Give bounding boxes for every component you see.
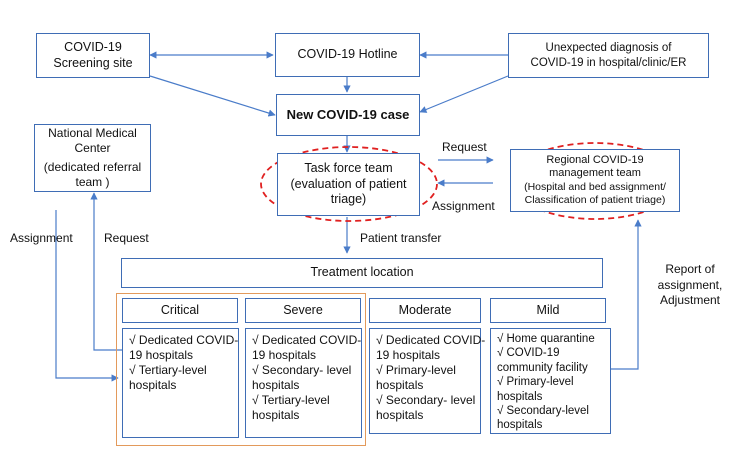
- mild-item: √ Home quarantine: [497, 333, 595, 345]
- new-case-box: New COVID-19 case: [276, 94, 420, 136]
- critical-item: √ Tertiary-level: [129, 363, 207, 377]
- patient-transfer-label: Patient transfer: [360, 231, 442, 245]
- critical-item: √ Dedicated COVID-: [129, 333, 239, 347]
- moderate-item: hospitals: [376, 378, 424, 392]
- severe-item: √ Secondary- level: [252, 363, 352, 377]
- regional-management-box: Regional COVID-19 management team (Hospi…: [510, 149, 680, 212]
- taskforce-line-3: triage): [330, 192, 367, 207]
- taskforce-line-1: Task force team: [304, 161, 393, 176]
- severe-item: hospitals: [252, 408, 300, 422]
- regional-line-1: Regional COVID-19: [546, 153, 644, 166]
- mild-item: √ Primary-level: [497, 376, 574, 389]
- mild-header: Mild: [490, 298, 606, 323]
- mild-label: Mild: [536, 302, 560, 317]
- arrow-report-regional: [611, 219, 642, 370]
- severe-item: √ Tertiary-level: [252, 393, 330, 407]
- taskforce-highlight-ellipse: [260, 146, 438, 222]
- moderate-item: √ Secondary- level: [376, 393, 476, 407]
- regional-line-4: Classification of patient triage): [524, 194, 666, 207]
- severe-details-box: √ Dedicated COVID- 19 hospitals √ Second…: [245, 328, 362, 438]
- report-line-3: Adjustment: [659, 293, 721, 308]
- hotline-box: COVID-19 Hotline: [275, 33, 420, 77]
- mild-item: community facility: [497, 361, 588, 374]
- moderate-header: Moderate: [369, 298, 481, 323]
- arrow-screening-newcase: [149, 75, 276, 117]
- report-line-1: Report of: [665, 262, 715, 276]
- critical-header: Critical: [122, 298, 238, 323]
- severe-label: Severe: [283, 302, 323, 317]
- mild-details-box: √ Home quarantine √ COVID-19 community f…: [490, 328, 611, 434]
- report-line-2: assignment,: [657, 277, 723, 292]
- severe-item: √ Dedicated COVID-: [252, 333, 362, 347]
- hotline-label: COVID-19 Hotline: [297, 47, 398, 62]
- moderate-label: Moderate: [398, 302, 452, 317]
- taskforce-line-2: (evaluation of patient: [290, 176, 407, 191]
- critical-item: hospitals: [129, 378, 177, 392]
- nmc-line-3: (dedicated referral: [43, 160, 142, 174]
- assignment-label-left: Assignment: [10, 231, 73, 245]
- moderate-item: hospitals: [376, 408, 424, 422]
- national-medical-center-box: National Medical Center (dedicated refer…: [34, 124, 151, 192]
- nmc-line-1: National Medical: [48, 126, 137, 140]
- severe-header: Severe: [245, 298, 361, 323]
- unexpected-diagnosis-box: Unexpected diagnosis of COVID-19 in hosp…: [508, 33, 709, 78]
- mild-item: hospitals: [497, 390, 543, 403]
- severe-item: 19 hospitals: [252, 348, 317, 362]
- critical-severe-group-border: [116, 293, 366, 446]
- arrow-assignment-critical: [55, 210, 119, 382]
- moderate-item: √ Primary-level: [376, 363, 456, 377]
- request-label-top: Request: [442, 140, 487, 154]
- mild-item: √ COVID-19: [497, 347, 560, 360]
- critical-item: 19 hospitals: [129, 348, 194, 362]
- nmc-line-4: team ): [75, 175, 110, 189]
- screening-line-1: COVID-19: [64, 39, 122, 54]
- regional-line-2: management team: [549, 167, 641, 180]
- regional-line-3: (Hospital and bed assignment/: [524, 181, 666, 194]
- report-label: Report of assignment, Adjustment: [652, 262, 728, 309]
- moderate-details-box: √ Dedicated COVID- 19 hospitals √ Primar…: [369, 328, 485, 434]
- treatment-location-box: Treatment location: [121, 258, 603, 288]
- nmc-line-2: Center: [74, 141, 111, 155]
- critical-label: Critical: [160, 302, 200, 317]
- request-label-left: Request: [104, 231, 149, 245]
- task-force-box: Task force team (evaluation of patient t…: [277, 153, 420, 216]
- new-case-label: New COVID-19 case: [286, 106, 410, 122]
- assignment-label-mid: Assignment: [432, 199, 495, 213]
- unexpected-line-1: Unexpected diagnosis of: [545, 42, 672, 55]
- severe-item: hospitals: [252, 378, 300, 392]
- arrow-request-nmc: [90, 192, 122, 351]
- screening-line-2: Screening site: [53, 55, 133, 70]
- moderate-item: √ Dedicated COVID-: [376, 333, 486, 347]
- critical-details-box: √ Dedicated COVID- 19 hospitals √ Tertia…: [122, 328, 239, 438]
- treatment-location-label: Treatment location: [310, 265, 414, 280]
- mild-item: √ Secondary-level: [497, 404, 589, 417]
- unexpected-line-2: COVID-19 in hospital/clinic/ER: [530, 56, 687, 69]
- mild-item: hospitals: [497, 419, 543, 432]
- screening-site-box: COVID-19 Screening site: [36, 33, 150, 78]
- moderate-item: 19 hospitals: [376, 348, 441, 362]
- arrow-unexpected-newcase: [419, 75, 509, 113]
